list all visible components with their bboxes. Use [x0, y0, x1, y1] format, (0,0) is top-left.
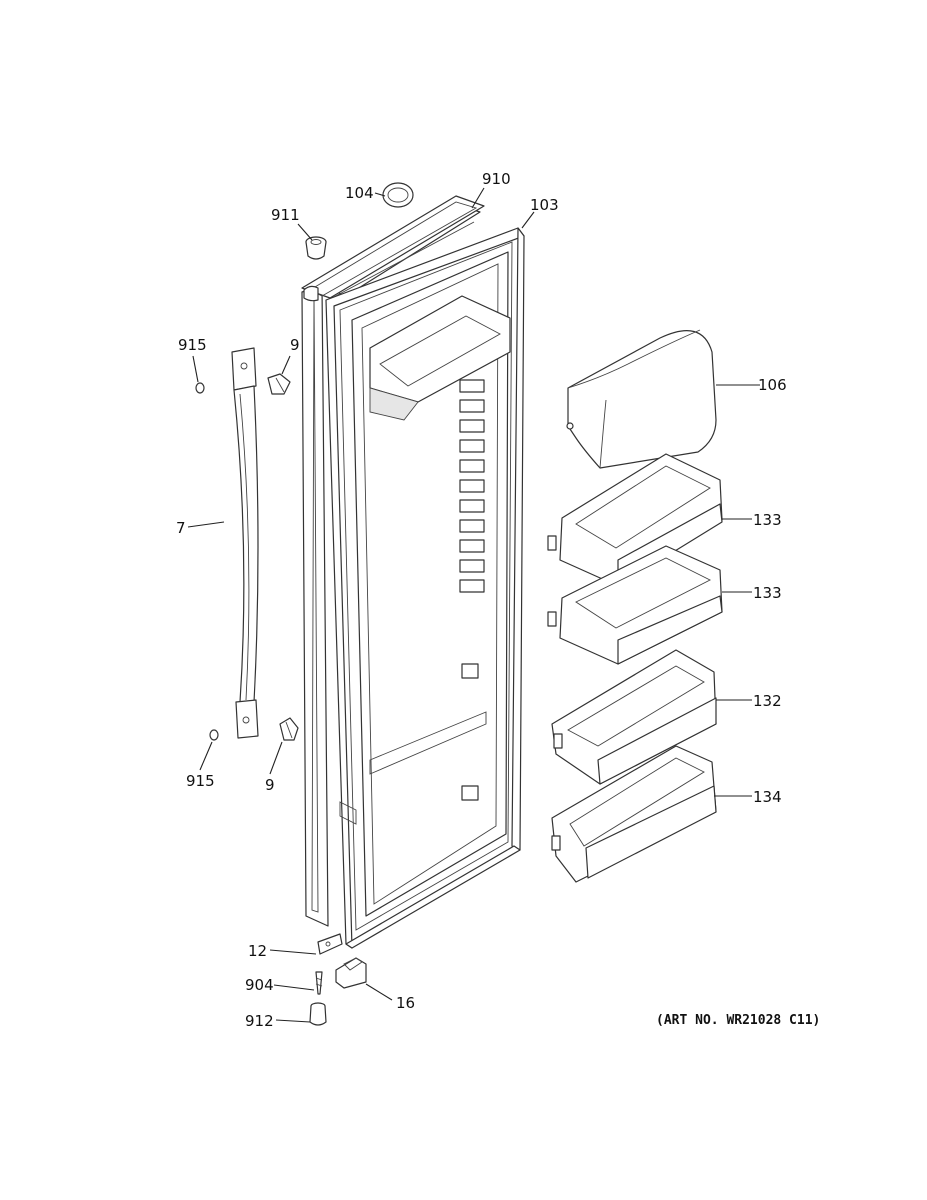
shelf-rib-ladder [459, 379, 485, 593]
screw-915-top [195, 382, 205, 394]
callout-103: 103 [530, 196, 559, 214]
callout-910: 910 [482, 170, 511, 188]
art-number: (ART NO. WR21028 C11) [656, 1013, 820, 1028]
callout-16: 16 [396, 994, 415, 1012]
door-bin-134 [551, 745, 717, 883]
callout-904: 904 [245, 976, 274, 994]
callout-104: 104 [345, 184, 374, 202]
callout-911: 911 [271, 206, 300, 224]
hinge-bracket-16 [335, 957, 367, 989]
callout-134: 134 [753, 788, 782, 806]
callout-7: 7 [176, 519, 186, 537]
callout-labels: 104 910 103 911 915 9 106 7 133 133 132 … [176, 170, 787, 1030]
bushing-911 [305, 236, 327, 260]
callout-915-bottom: 915 [186, 772, 215, 790]
callout-106: 106 [758, 376, 787, 394]
screw-904 [315, 971, 323, 995]
door-gasket-103 [325, 227, 525, 949]
callout-912: 912 [245, 1012, 274, 1030]
callout-132: 132 [753, 692, 782, 710]
hinge-bracket-12 [317, 933, 343, 955]
callout-133-top: 133 [753, 511, 782, 529]
handle-assembly-7 [231, 347, 259, 739]
callout-9-bottom: 9 [265, 776, 275, 794]
door-bin-133-bottom [547, 545, 723, 665]
screw-915-bottom [209, 729, 219, 741]
callout-915-top: 915 [178, 336, 207, 354]
callout-12: 12 [248, 942, 267, 960]
bushing-912 [309, 1002, 327, 1026]
leader-lines [187, 187, 760, 1023]
callout-133-bottom: 133 [753, 584, 782, 602]
door-liner [339, 251, 511, 917]
door-top-cap-910 [301, 195, 485, 302]
handle-stud-9-top [267, 373, 291, 395]
handle-stud-9-bottom [279, 717, 299, 741]
callout-9-top: 9 [290, 336, 300, 354]
gasket-ring-104 [382, 182, 414, 208]
dairy-compartment-106 [566, 329, 717, 469]
door-bin-132 [551, 649, 717, 785]
